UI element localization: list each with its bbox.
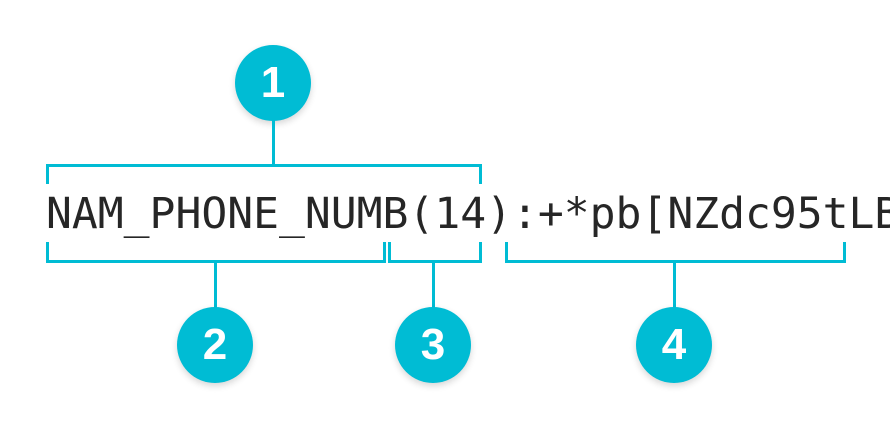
callout-bubble-3[interactable]: 3	[395, 307, 471, 383]
callout-bubble-2[interactable]: 2	[177, 307, 253, 383]
bracket-2-left-tick	[46, 242, 49, 263]
bracket-2-right-tick	[383, 242, 386, 263]
callout-2-leader-line	[214, 260, 217, 308]
callout-1-leader-line	[272, 120, 275, 166]
bracket-3-span	[388, 260, 482, 263]
bracket-4-right-tick	[843, 242, 846, 263]
callout-bubble-1[interactable]: 1	[235, 45, 311, 121]
bracket-1-span	[46, 164, 482, 167]
bracket-3-right-tick	[479, 242, 482, 263]
bracket-4-left-tick	[505, 242, 508, 263]
code-string: NAM_PHONE_NUMB(14):+*pb[NZdc95tLB	[46, 189, 890, 239]
callout-bubble-4[interactable]: 4	[636, 307, 712, 383]
callout-4-leader-line	[673, 260, 676, 308]
bracket-3-left-tick	[388, 242, 391, 263]
bracket-1-left-tick	[46, 164, 49, 184]
callout-3-leader-line	[432, 260, 435, 308]
bracket-1-right-tick	[479, 164, 482, 184]
